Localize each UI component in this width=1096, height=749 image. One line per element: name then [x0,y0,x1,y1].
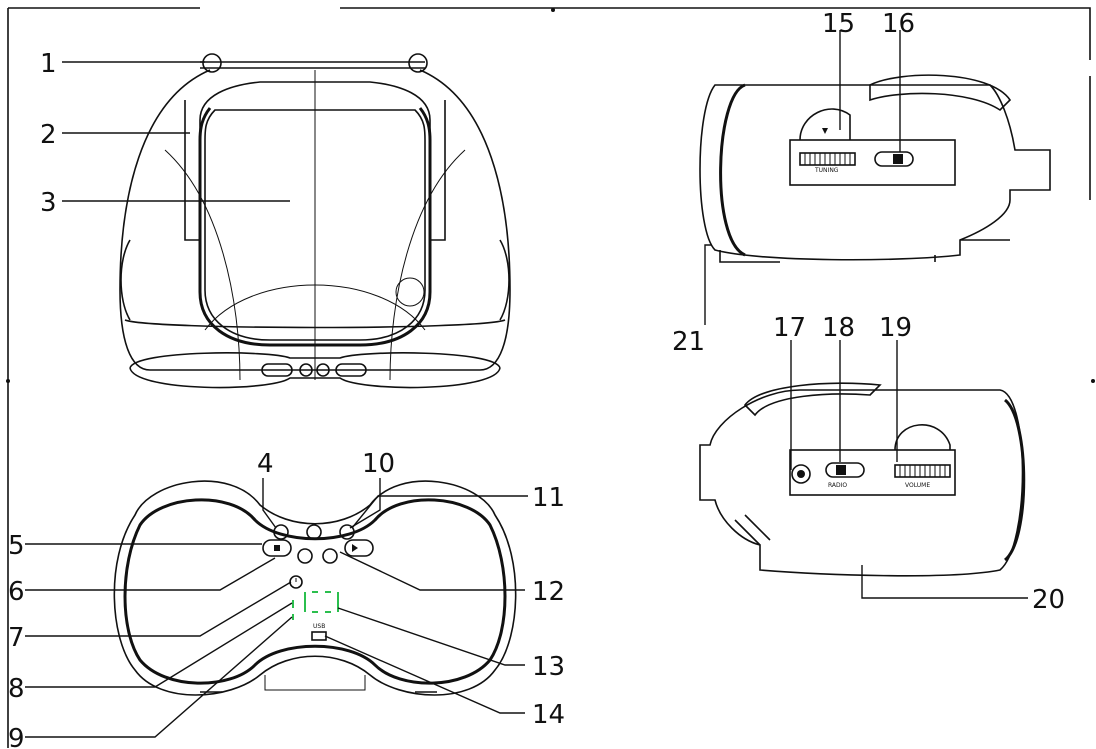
callout-12: 12 [532,577,565,607]
usb-label: USB [313,623,325,630]
cd-lid [204,109,426,341]
tuning-label: TUNING [814,167,839,174]
callout-16: 16 [882,9,915,39]
lcd-display [292,591,339,620]
function-switch [825,462,865,478]
callout-19: 19 [879,313,912,343]
callout-5: 5 [8,531,25,561]
callout-14: 14 [532,700,565,730]
side-view-left: RADIO VOLUME [699,382,1026,577]
callout-8: 8 [8,674,25,704]
callout-7: 7 [8,623,25,653]
callout-2: 2 [40,120,57,150]
input-panel [789,449,956,496]
callout-4: 4 [257,449,274,479]
side-view-right: TUNING [699,74,1051,263]
right-grip [499,239,510,321]
right-pivot [408,53,428,73]
volume-label: VOLUME [905,482,930,489]
callout-9: 9 [8,724,25,749]
play-pause-button [344,539,374,557]
aux-jack [791,464,811,484]
callout-11: 11 [532,483,565,513]
control-buttons [262,524,374,564]
left-pivot [202,53,222,73]
callout-15: 15 [822,9,855,39]
side-body-left [699,389,1024,577]
front-view: USB [113,480,517,696]
callout-17: 17 [773,313,806,343]
callout-3: 3 [40,188,57,218]
usb-port [311,631,327,641]
callout-10: 10 [362,449,395,479]
top-view [119,53,511,389]
callout-20: 20 [1032,585,1065,615]
volume-dial [894,464,951,478]
front-body [113,480,517,696]
left-grip [120,239,131,321]
tuning-dial [799,152,856,166]
side-body-right [699,84,1051,261]
tuning-panel [789,139,956,186]
callout-18: 18 [822,313,855,343]
radio-label: RADIO [828,482,847,489]
leader-lines [25,30,1028,738]
callout-1: 1 [40,49,57,79]
callout-6: 6 [8,577,25,607]
band-switch [874,151,914,167]
stop-button [262,539,292,557]
frame [6,7,1095,748]
side-handle-left [743,382,882,417]
side-handle-right [869,74,1012,112]
callout-13: 13 [532,652,565,682]
top-buttons [261,363,367,377]
callout-numbers: 1 2 3 4 5 6 7 8 9 10 11 12 13 14 15 16 1… [8,9,1065,749]
callout-21: 21 [672,327,705,357]
speaker-base [129,367,501,389]
